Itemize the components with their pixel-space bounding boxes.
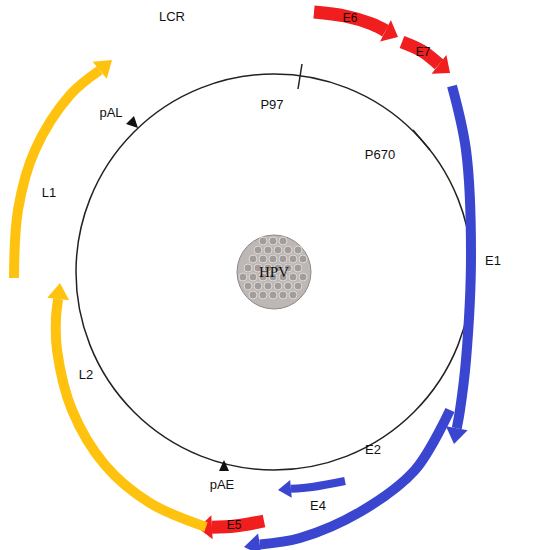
capsomere: [284, 282, 292, 290]
capsomere: [294, 246, 302, 254]
capsomere: [249, 291, 257, 299]
label-box: pAE: [210, 475, 235, 493]
capsomere: [279, 255, 287, 263]
gene-label: pAL: [99, 105, 122, 120]
gene-label: E4: [310, 498, 326, 513]
capsomere: [299, 273, 307, 281]
capsomere: [269, 237, 277, 245]
gene-label: P670: [365, 147, 395, 162]
virion-label: HPV: [259, 264, 289, 281]
gene-arrow-head: [47, 283, 69, 300]
capsomere: [249, 255, 257, 263]
gene-name: E7: [416, 46, 431, 59]
gene-arrow-head: [93, 60, 112, 79]
promoter-tick: [413, 130, 430, 150]
gene-label: LCR: [159, 9, 185, 24]
promoter-tick: [298, 64, 302, 89]
capsomere: [289, 291, 297, 299]
capsomere: [249, 273, 257, 281]
gene-name: E6: [343, 12, 358, 25]
capsomere: [284, 246, 292, 254]
capsomere: [259, 255, 267, 263]
capsomere: [264, 282, 272, 290]
gene-arrow-head: [380, 20, 398, 41]
gene-label: L2: [79, 367, 93, 382]
label-box: L2: [79, 365, 93, 383]
capsomere: [269, 291, 277, 299]
label-box: L1: [42, 183, 56, 201]
polya-marker: [126, 116, 138, 128]
gene-arrow: E7: [414, 45, 433, 61]
gene-arrow: E5: [225, 518, 244, 534]
label-box: E1: [485, 251, 501, 269]
gene-label: L1: [42, 185, 56, 200]
label-box: P97: [260, 95, 283, 113]
label-box: P670: [365, 145, 395, 163]
gene-arrow: E6: [341, 11, 360, 27]
gene-label: P97: [260, 97, 283, 112]
gene-arrow-body: [402, 42, 439, 64]
label-box: E4: [310, 496, 326, 514]
gene-arrow-head: [432, 55, 450, 74]
label-box: pAL: [99, 103, 122, 121]
capsomere: [274, 246, 282, 254]
gene-label: E1: [485, 253, 501, 268]
capsomere: [299, 255, 307, 263]
gene-name: E5: [227, 519, 242, 532]
capsomere: [259, 237, 267, 245]
capsomere: [279, 291, 287, 299]
gene-arrow-body: [452, 86, 471, 428]
capsomere: [244, 282, 252, 290]
capsomere: [274, 282, 282, 290]
gene-arrow-body: [260, 410, 450, 544]
gene-arrow-head: [446, 426, 468, 444]
capsomere: [294, 282, 302, 290]
capsomere: [254, 246, 262, 254]
capsomere: [289, 273, 297, 281]
capsomere: [239, 273, 247, 281]
capsomere: [279, 237, 287, 245]
gene-arrow-body: [291, 481, 345, 489]
capsomere: [254, 282, 262, 290]
gene-label: pAE: [210, 477, 235, 492]
gene-label: E2: [365, 442, 381, 457]
gene-arrow-body: [56, 299, 206, 527]
capsomere: [269, 255, 277, 263]
gene-arrow-head: [278, 480, 292, 498]
label-box: E2: [365, 440, 381, 458]
polya-marker: [219, 460, 229, 471]
capsomere: [259, 291, 267, 299]
capsomere: [289, 255, 297, 263]
genome-circle: [76, 74, 472, 470]
virion-image: HPV: [235, 233, 313, 311]
capsomere: [244, 264, 252, 272]
label-box: LCR: [159, 7, 185, 25]
capsomere: [294, 264, 302, 272]
capsomere: [264, 246, 272, 254]
gene-arrow-body: [14, 70, 100, 278]
gene-arrow-head: [244, 534, 262, 550]
gene-arrow-body: [314, 12, 385, 31]
virion-capsid: [237, 235, 311, 309]
gene-arrows: [14, 12, 471, 550]
